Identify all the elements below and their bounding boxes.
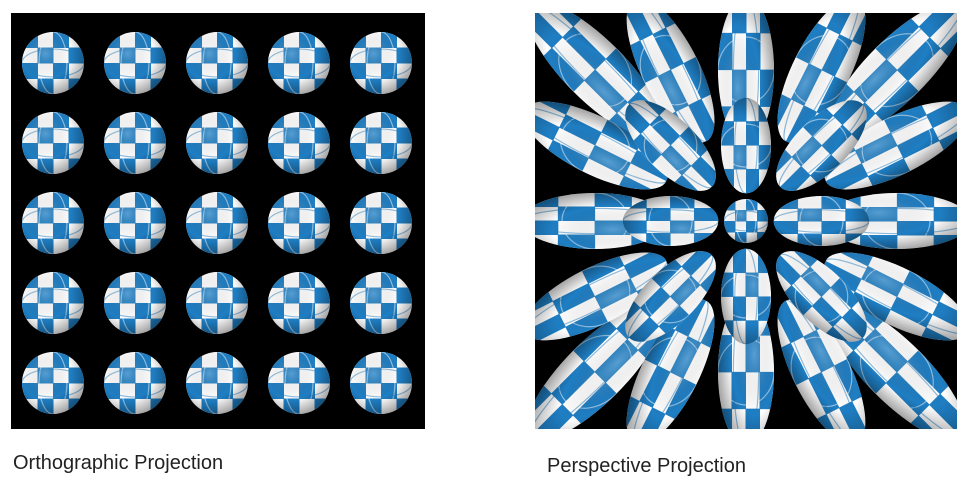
perspective-caption: Perspective Projection — [547, 455, 746, 477]
ortho-sphere-19 — [350, 272, 412, 334]
orthographic-caption: Orthographic Projection — [13, 452, 224, 474]
ortho-sphere-12 — [186, 192, 248, 254]
ortho-sphere-18 — [268, 272, 330, 334]
ortho-sphere-20 — [22, 352, 84, 414]
perspective-render-panel — [535, 13, 957, 429]
ortho-sphere-23 — [268, 352, 330, 414]
ortho-sphere-21 — [104, 352, 166, 414]
ortho-sphere-9 — [350, 112, 412, 174]
ortho-sphere-3 — [268, 32, 330, 94]
ortho-sphere-4 — [350, 32, 412, 94]
orthographic-render-panel — [11, 13, 425, 429]
ortho-sphere-15 — [22, 272, 84, 334]
ortho-sphere-6 — [104, 112, 166, 174]
orthographic-sphere-grid — [22, 32, 412, 414]
ortho-sphere-0 — [22, 32, 84, 94]
ortho-sphere-1 — [104, 32, 166, 94]
ortho-sphere-13 — [268, 192, 330, 254]
ortho-sphere-2 — [186, 32, 248, 94]
ortho-sphere-24 — [350, 352, 412, 414]
ortho-sphere-22 — [186, 352, 248, 414]
persp-sphere-24 — [724, 199, 768, 243]
ortho-sphere-11 — [104, 192, 166, 254]
persp-sphere-23 — [720, 248, 772, 345]
ortho-sphere-8 — [268, 112, 330, 174]
ortho-sphere-16 — [104, 272, 166, 334]
ortho-sphere-10 — [22, 192, 84, 254]
ortho-sphere-14 — [350, 192, 412, 254]
perspective-sphere-grid — [535, 13, 957, 429]
ortho-sphere-7 — [186, 112, 248, 174]
ortho-sphere-17 — [186, 272, 248, 334]
ortho-sphere-5 — [22, 112, 84, 174]
